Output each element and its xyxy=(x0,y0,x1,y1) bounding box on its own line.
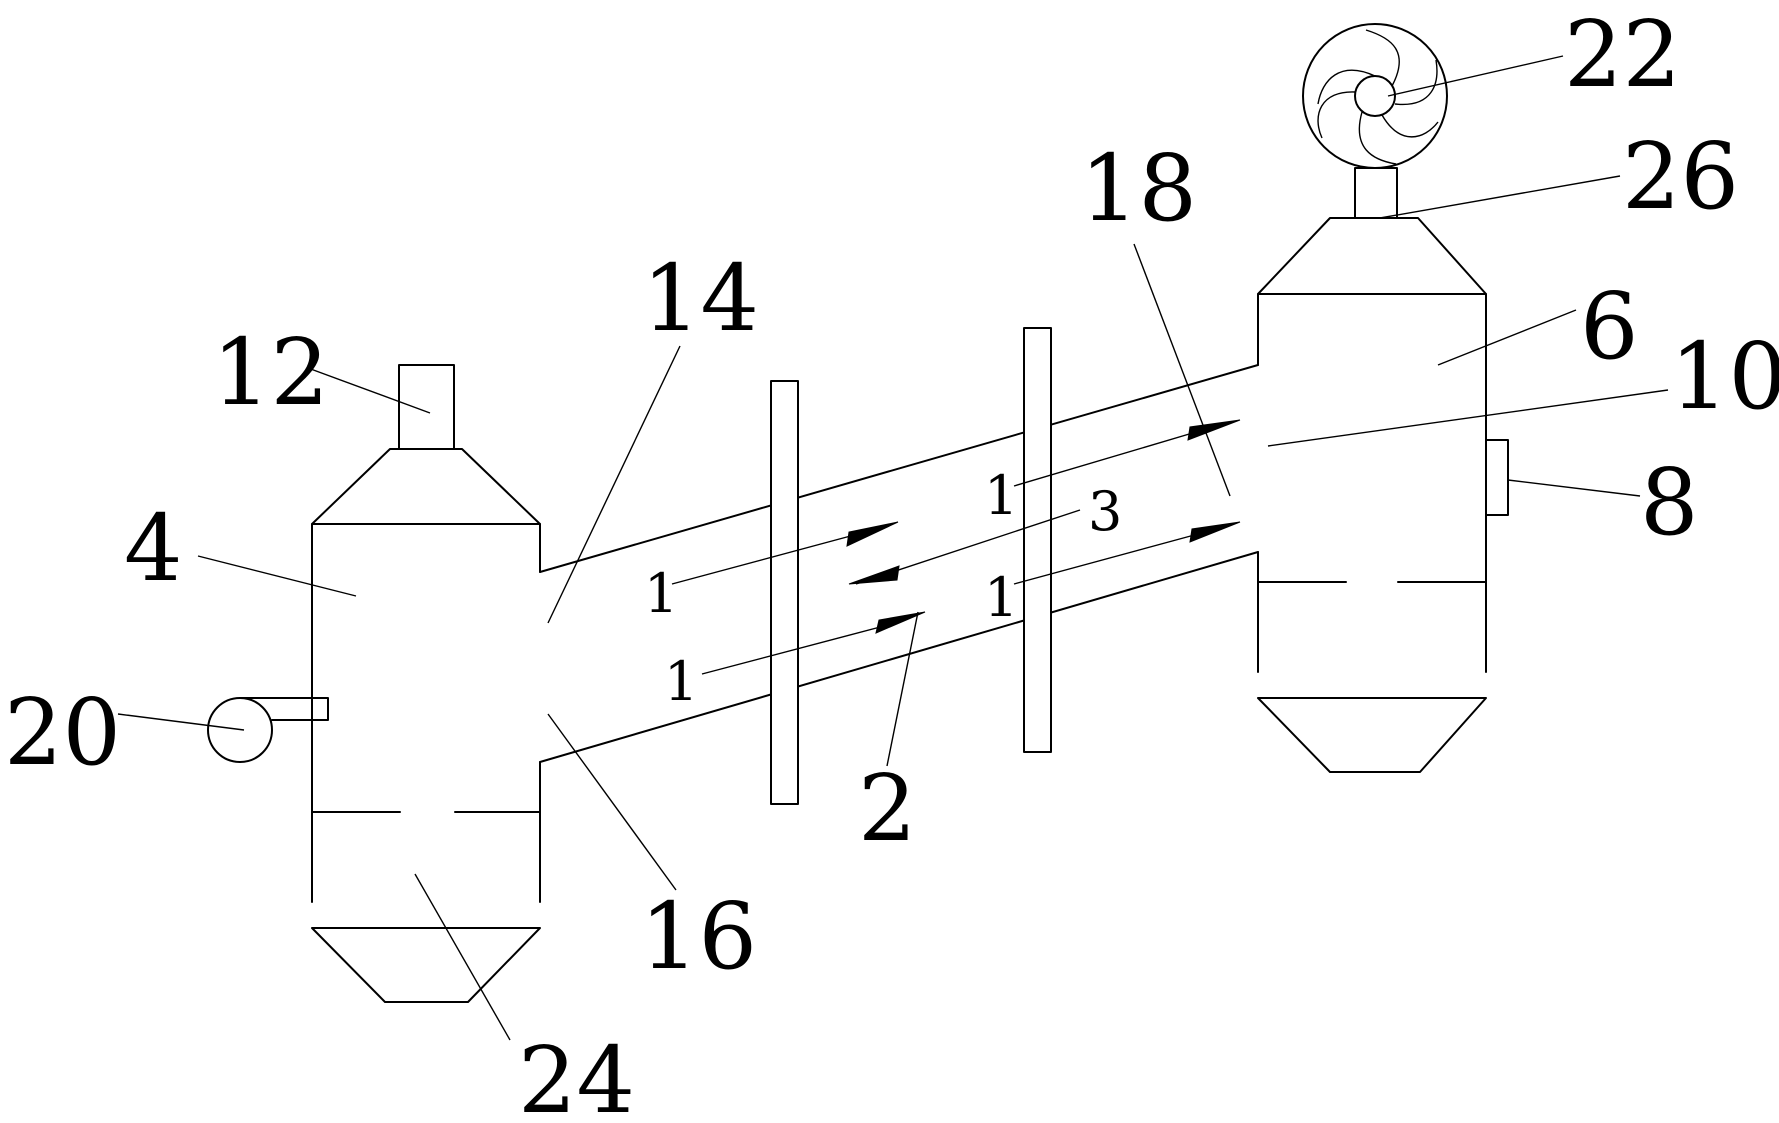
left-vessel xyxy=(207,364,541,1003)
label-14: 14 xyxy=(642,245,759,352)
left-body xyxy=(311,523,541,903)
duct xyxy=(539,364,1259,763)
label-6: 6 xyxy=(1580,273,1639,380)
duct-upper-wall xyxy=(539,364,1259,573)
flange-left xyxy=(770,380,799,805)
arrow-return xyxy=(848,565,900,585)
duct-lower-wall xyxy=(539,551,1259,763)
left-top-pipe xyxy=(398,364,455,450)
label-1-upper-left: 1 xyxy=(644,562,678,625)
label-3: 3 xyxy=(1088,480,1122,543)
label-4: 4 xyxy=(124,495,183,602)
label-20: 20 xyxy=(4,679,121,786)
label-1-upper-right: 1 xyxy=(984,464,1018,527)
label-22: 22 xyxy=(1564,1,1681,108)
right-body xyxy=(1257,293,1487,673)
label-12: 12 xyxy=(212,319,329,426)
arrow-lower-right xyxy=(1189,521,1241,543)
label-18: 18 xyxy=(1080,135,1197,242)
left-hopper xyxy=(311,927,541,1003)
label-24: 24 xyxy=(518,1027,635,1123)
label-8: 8 xyxy=(1640,449,1699,556)
label-1-lower-right: 1 xyxy=(984,566,1018,629)
right-side-nozzle xyxy=(1485,439,1509,516)
label-16: 16 xyxy=(640,883,757,990)
right-hopper xyxy=(1257,697,1487,773)
label-2: 2 xyxy=(858,755,917,862)
label-1-lower-left: 1 xyxy=(664,650,698,713)
right-top-cone xyxy=(1257,217,1487,295)
right-vessel xyxy=(1257,23,1509,773)
fan-neck xyxy=(1354,167,1398,219)
arrow-upper-left xyxy=(846,521,899,547)
arrow-upper-right xyxy=(1187,419,1241,441)
flow-arrows xyxy=(846,419,1241,634)
flange-right xyxy=(1023,327,1052,753)
leader-lines xyxy=(117,55,1669,1041)
left-blower xyxy=(207,697,329,763)
label-26: 26 xyxy=(1622,123,1739,230)
labels: 22 26 18 14 12 6 10 8 4 20 2 16 24 3 1 1… xyxy=(4,1,1779,1123)
fan xyxy=(1302,23,1448,169)
left-top-cone xyxy=(311,448,541,525)
label-10: 10 xyxy=(1670,323,1779,430)
arrow-lower-left xyxy=(875,611,926,634)
